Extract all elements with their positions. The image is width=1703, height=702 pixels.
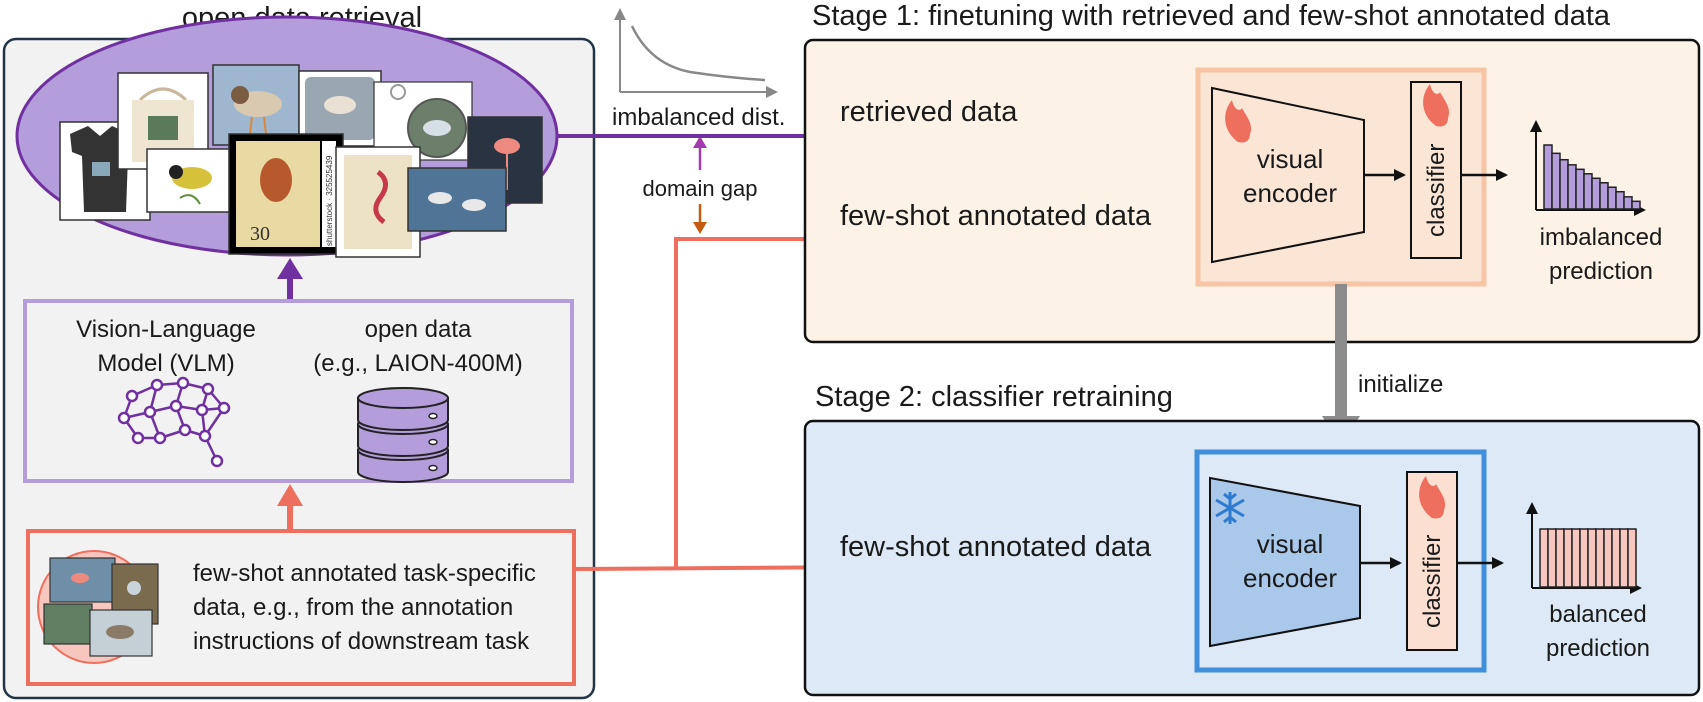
stage2-balanced-prediction-chart: balanced prediction bbox=[1526, 502, 1650, 662]
prediction-bar bbox=[1627, 528, 1637, 588]
vlm-label-line2: Model (VLM) bbox=[97, 350, 234, 377]
stamp-watermark: shutterstock · 325525439 bbox=[325, 155, 334, 246]
stage1-bars bbox=[1543, 144, 1641, 210]
prediction-bar bbox=[1547, 528, 1557, 588]
stage1-retrieved-data-label: retrieved data bbox=[840, 96, 1018, 128]
open-data-label-line1: open data bbox=[365, 316, 472, 343]
prediction-bar bbox=[1539, 528, 1549, 588]
few-shot-desc-line1: few-shot annotated task-specific bbox=[193, 560, 536, 587]
stage1-encoder-line1: visual bbox=[1257, 144, 1323, 174]
stage1-classifier-fire-icon bbox=[1423, 84, 1450, 127]
stage1-prediction-line1: imbalanced bbox=[1540, 224, 1663, 251]
prediction-bar bbox=[1559, 158, 1569, 210]
few-shot-data-box: few-shot annotated task-specific data, e… bbox=[26, 529, 576, 686]
stage2-classifier-fire-icon bbox=[1419, 476, 1446, 519]
stage2-model-box: visual encoder classifier bbox=[1194, 449, 1487, 673]
image-flamingo-painting-thumbnail bbox=[335, 146, 421, 258]
imbalanced-distribution-sketch: imbalanced dist. bbox=[612, 8, 785, 131]
prediction-bar bbox=[1551, 152, 1561, 210]
few-shot-photo-collage bbox=[43, 557, 159, 657]
prediction-bar bbox=[1571, 528, 1581, 588]
prediction-bar bbox=[1619, 528, 1629, 588]
prediction-bar bbox=[1603, 528, 1613, 588]
prediction-bar bbox=[1575, 168, 1585, 210]
domain-gap-label: domain gap bbox=[643, 176, 758, 201]
stamp-value: 30 bbox=[250, 223, 270, 245]
prediction-bar bbox=[1587, 528, 1597, 588]
stage2-panel: Stage 2: classifier retraining few-shot … bbox=[803, 381, 1701, 697]
retrieved-images-cluster: 30 shutterstock · 325525439 bbox=[15, 15, 559, 258]
stage2-encoder-line2: encoder bbox=[1243, 563, 1337, 593]
stage1-prediction-line2: prediction bbox=[1549, 258, 1653, 285]
image-bird-thumbnail bbox=[212, 64, 300, 146]
stage2-fewshot-data-label: few-shot annotated data bbox=[840, 531, 1152, 563]
stage2-snowflake-icon bbox=[1215, 492, 1245, 524]
prediction-bar bbox=[1615, 190, 1625, 210]
initialize-label: initialize bbox=[1358, 371, 1443, 398]
stage1-classifier-label: classifier bbox=[1423, 144, 1450, 237]
prediction-bar bbox=[1623, 196, 1633, 210]
prediction-bar bbox=[1591, 177, 1601, 210]
prediction-bar bbox=[1599, 182, 1609, 210]
stage1-panel: Stage 1: finetuning with retrieved and f… bbox=[803, 0, 1701, 344]
stage2-encoder-line1: visual bbox=[1257, 529, 1323, 559]
stage2-bars bbox=[1539, 528, 1637, 588]
stage1-title: Stage 1: finetuning with retrieved and f… bbox=[812, 0, 1611, 32]
prediction-bar bbox=[1543, 144, 1553, 210]
stage2-classifier-label: classifier bbox=[1419, 535, 1446, 628]
stage2-prediction-line1: balanced bbox=[1549, 601, 1646, 628]
open-data-retrieval-panel: open data retrieval bbox=[2, 2, 596, 700]
stage1-model-box: visual encoder classifier bbox=[1195, 67, 1487, 287]
prediction-bar bbox=[1563, 528, 1573, 588]
vlm-label-line1: Vision-Language bbox=[76, 316, 256, 343]
prediction-bar bbox=[1611, 528, 1621, 588]
stage1-fewshot-data-label: few-shot annotated data bbox=[840, 200, 1152, 232]
stage2-prediction-line2: prediction bbox=[1546, 635, 1650, 662]
few-shot-desc-line2: data, e.g., from the annotation bbox=[193, 594, 513, 621]
imbalanced-dist-label: imbalanced dist. bbox=[612, 104, 785, 131]
prediction-bar bbox=[1555, 528, 1565, 588]
prediction-bar bbox=[1567, 164, 1577, 210]
domain-gap-indicator: domain gap bbox=[643, 136, 758, 234]
stage1-imbalanced-prediction-chart: imbalanced prediction bbox=[1530, 120, 1662, 285]
prediction-bar bbox=[1583, 173, 1593, 210]
few-shot-desc-line3: instructions of downstream task bbox=[193, 628, 530, 655]
database-icon bbox=[357, 387, 449, 483]
stage2-title: Stage 2: classifier retraining bbox=[815, 381, 1173, 413]
image-seabirds-thumbnail bbox=[407, 167, 507, 232]
neural-network-brain-icon bbox=[117, 376, 231, 468]
prediction-bar bbox=[1631, 200, 1641, 210]
prediction-bar bbox=[1595, 528, 1605, 588]
vlm-open-data-box: Vision-Language Model (VLM) open data (e… bbox=[23, 299, 574, 483]
image-songbird-thumbnail bbox=[146, 148, 238, 213]
prediction-bar bbox=[1607, 186, 1617, 210]
open-data-label-line2: (e.g., LAION-400M) bbox=[313, 350, 522, 377]
image-stamp-thumbnail: 30 shutterstock · 325525439 bbox=[228, 133, 344, 255]
stage1-encoder-fire-icon bbox=[1225, 100, 1252, 143]
prediction-bar bbox=[1579, 528, 1589, 588]
stage1-encoder-line2: encoder bbox=[1243, 178, 1337, 208]
